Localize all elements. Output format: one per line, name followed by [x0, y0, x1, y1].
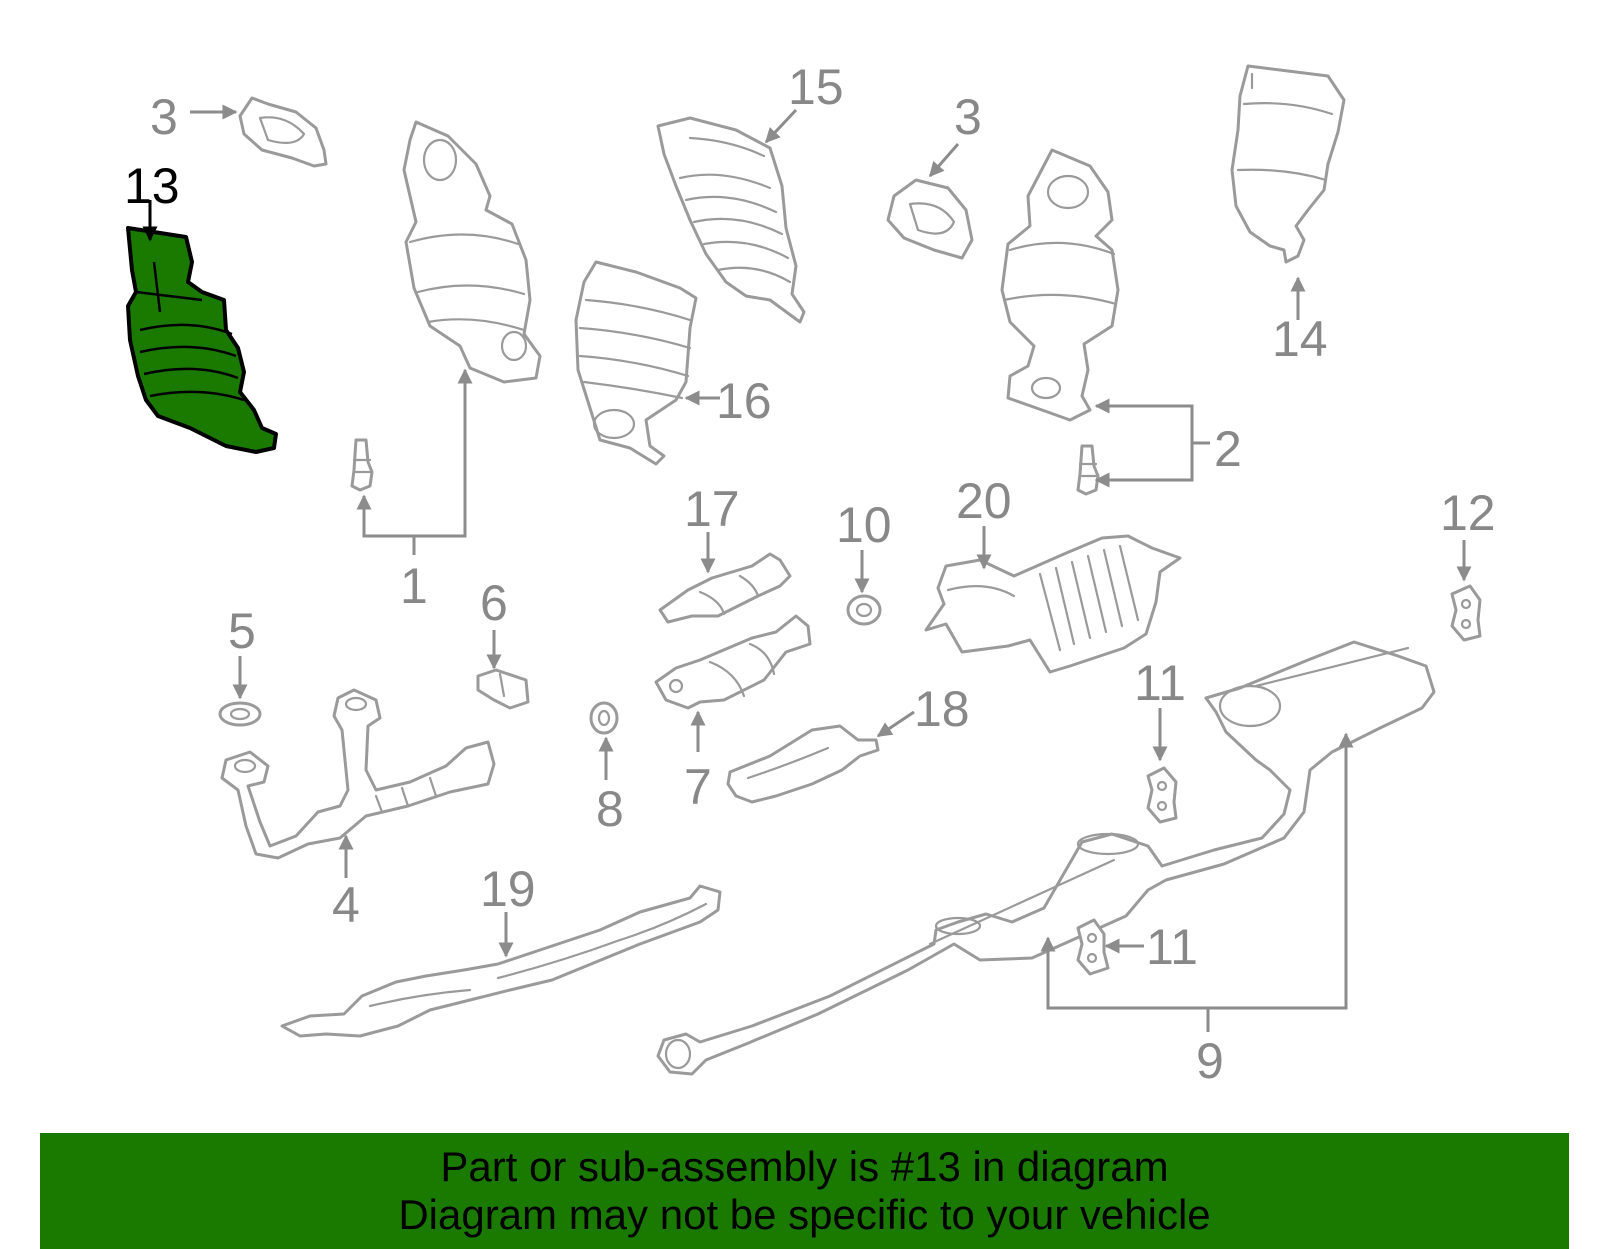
- callout-8: 8: [596, 736, 624, 837]
- part-3-gasket-right[interactable]: [886, 178, 974, 260]
- callout-14: 14: [1272, 276, 1328, 367]
- banner-line-part-number: Part or sub-assembly is #13 in diagram: [440, 1143, 1169, 1190]
- callout-5: 5: [228, 603, 256, 700]
- part-8-gasket[interactable]: [589, 701, 619, 735]
- svg-text:1: 1: [400, 558, 428, 614]
- part-11-hanger-upper[interactable]: [1146, 766, 1178, 824]
- svg-text:11: 11: [1134, 655, 1186, 711]
- callout-7: 7: [684, 710, 712, 815]
- svg-text:17: 17: [684, 481, 740, 537]
- callout-2: 2: [1094, 398, 1242, 488]
- callout-19: 19: [480, 861, 536, 958]
- part-18-heat-shield-small[interactable]: [726, 724, 880, 804]
- svg-text:15: 15: [788, 59, 844, 115]
- svg-text:4: 4: [332, 877, 360, 933]
- callout-12: 12: [1440, 485, 1496, 582]
- banner-line-disclaimer: Diagram may not be specific to your vehi…: [398, 1191, 1211, 1238]
- svg-text:3: 3: [954, 89, 982, 145]
- callout-20: 20: [956, 473, 1012, 570]
- svg-text:12: 12: [1440, 485, 1496, 541]
- svg-text:2: 2: [1214, 421, 1242, 477]
- callout-9: 9: [1040, 732, 1354, 1089]
- callout-11-upper: 11: [1134, 655, 1186, 762]
- svg-text:20: 20: [956, 473, 1012, 529]
- part-5-nut[interactable]: [218, 701, 262, 727]
- part-2-oxygen-sensor[interactable]: [1076, 444, 1100, 496]
- svg-text:18: 18: [914, 681, 970, 737]
- callout-3-right: 3: [928, 89, 982, 178]
- callout-11-lower: 11: [1104, 919, 1198, 975]
- part-9-exhaust-system[interactable]: [656, 640, 1436, 1076]
- part-1-oxygen-sensor[interactable]: [350, 438, 374, 492]
- svg-text:6: 6: [480, 575, 508, 631]
- callout-13: 13: [124, 158, 180, 242]
- callout-10: 10: [836, 497, 892, 594]
- svg-text:13: 13: [124, 158, 180, 214]
- info-banner: Part or sub-assembly is #13 in diagram D…: [40, 1133, 1569, 1249]
- svg-text:8: 8: [596, 781, 624, 837]
- part-11-hanger-lower[interactable]: [1076, 918, 1110, 976]
- callout-15: 15: [764, 59, 844, 144]
- part-10-nut[interactable]: [846, 594, 882, 626]
- svg-text:5: 5: [228, 603, 256, 659]
- callout-6: 6: [480, 575, 508, 670]
- part-17-converter-small[interactable]: [658, 552, 792, 624]
- part-13-heat-shield[interactable]: [126, 226, 278, 454]
- svg-text:14: 14: [1272, 311, 1328, 367]
- part-6-clip[interactable]: [476, 668, 530, 710]
- callout-17: 17: [684, 481, 740, 574]
- part-14-heat-shield[interactable]: [1230, 64, 1346, 264]
- svg-text:7: 7: [684, 759, 712, 815]
- svg-text:16: 16: [716, 373, 772, 429]
- callout-1: 1: [356, 368, 473, 614]
- svg-text:19: 19: [480, 861, 536, 917]
- callout-18: 18: [876, 681, 970, 738]
- callout-4: 4: [332, 834, 360, 933]
- svg-text:9: 9: [1196, 1033, 1224, 1089]
- part-20-heat-shield[interactable]: [924, 534, 1182, 674]
- svg-text:11: 11: [1146, 919, 1198, 975]
- part-3-gasket-left[interactable]: [238, 96, 328, 168]
- part-1-catalytic-converter-front[interactable]: [402, 120, 542, 384]
- callout-16: 16: [684, 373, 772, 429]
- part-4-front-pipe[interactable]: [220, 688, 496, 860]
- part-7-converter[interactable]: [654, 614, 812, 710]
- part-16-heat-shield[interactable]: [574, 260, 698, 466]
- svg-text:10: 10: [836, 497, 892, 553]
- part-12-hanger[interactable]: [1450, 584, 1482, 642]
- part-19-heat-shield-long[interactable]: [280, 884, 722, 1038]
- part-15-heat-shield[interactable]: [656, 116, 806, 324]
- svg-text:3: 3: [150, 89, 178, 145]
- callout-3-left: 3: [150, 89, 238, 145]
- part-2-catalytic-converter-rear[interactable]: [1000, 148, 1120, 422]
